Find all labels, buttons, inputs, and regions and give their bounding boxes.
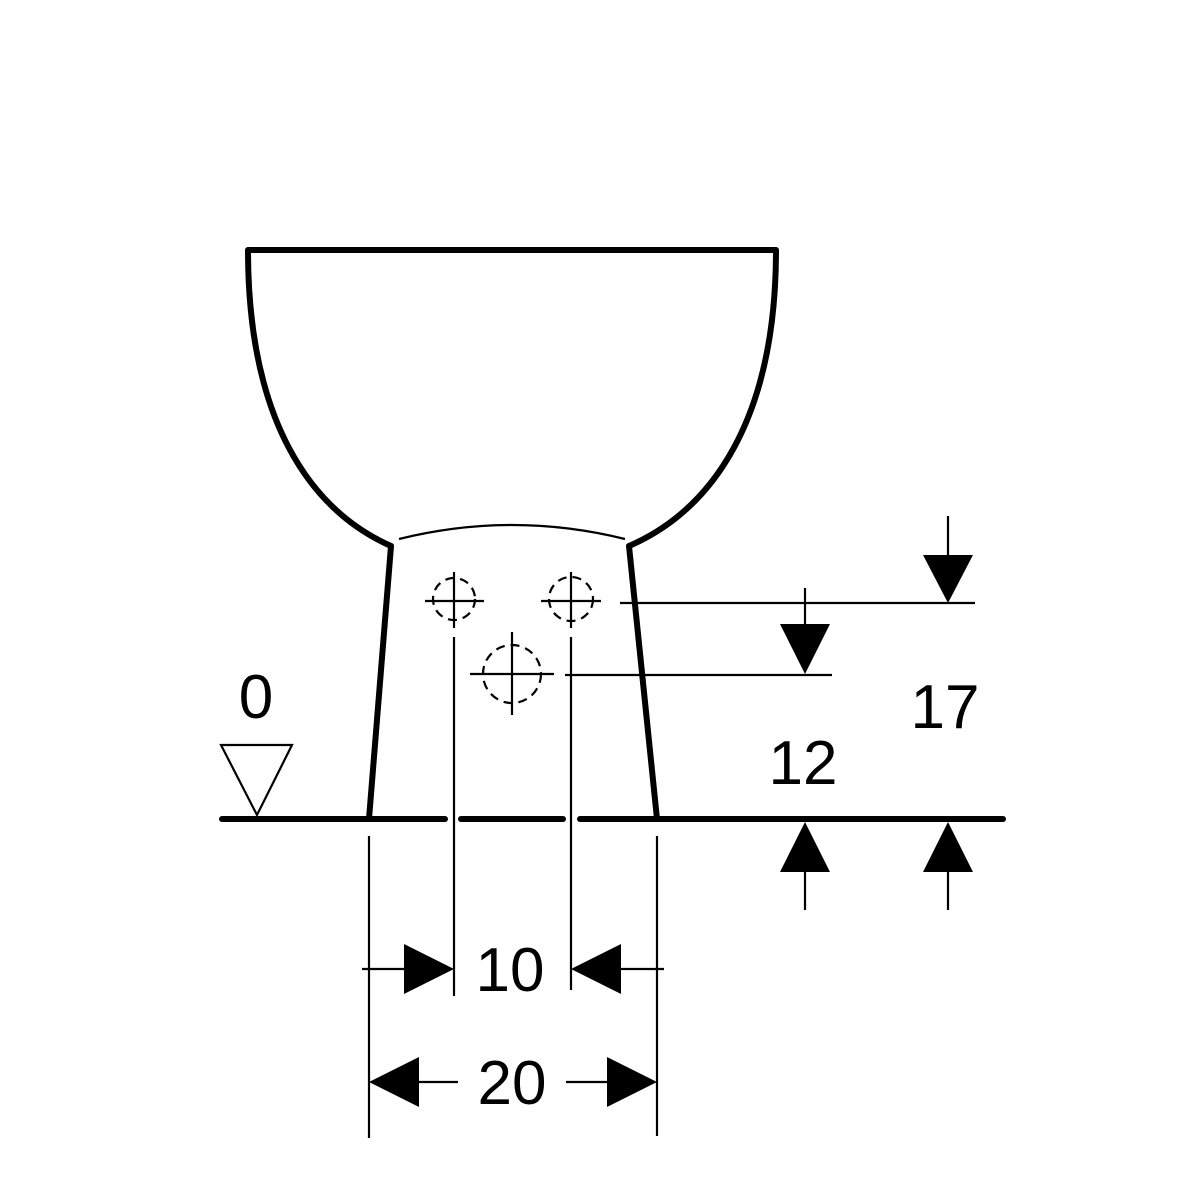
drain-connection	[470, 632, 554, 715]
dim-12-arrow-up	[780, 822, 830, 872]
pedestal-left-side	[366, 543, 394, 822]
dim-20-arrow-left	[369, 1057, 419, 1107]
floor-level-label: 0	[239, 663, 273, 732]
dim-10-arrow-right	[404, 944, 454, 994]
water-connection-left	[425, 572, 484, 628]
dim-20-label: 20	[478, 1049, 547, 1118]
bowl-outline	[245, 247, 779, 549]
dim-10-label: 10	[476, 936, 545, 1005]
pedestal-top-curve	[398, 523, 626, 541]
dim-17-arrow-down	[923, 555, 973, 603]
dim-12-label: 12	[769, 729, 838, 798]
dim-17-arrow-up	[923, 822, 973, 872]
dim-12-arrow-down	[780, 624, 830, 674]
pedestal-right-side	[626, 543, 660, 822]
dim-20-arrow-right	[607, 1057, 657, 1107]
dim-17-label: 17	[911, 673, 980, 742]
water-connection-right	[541, 572, 601, 628]
floor-level-marker	[219, 743, 294, 818]
dim-10-arrow-left	[571, 944, 621, 994]
